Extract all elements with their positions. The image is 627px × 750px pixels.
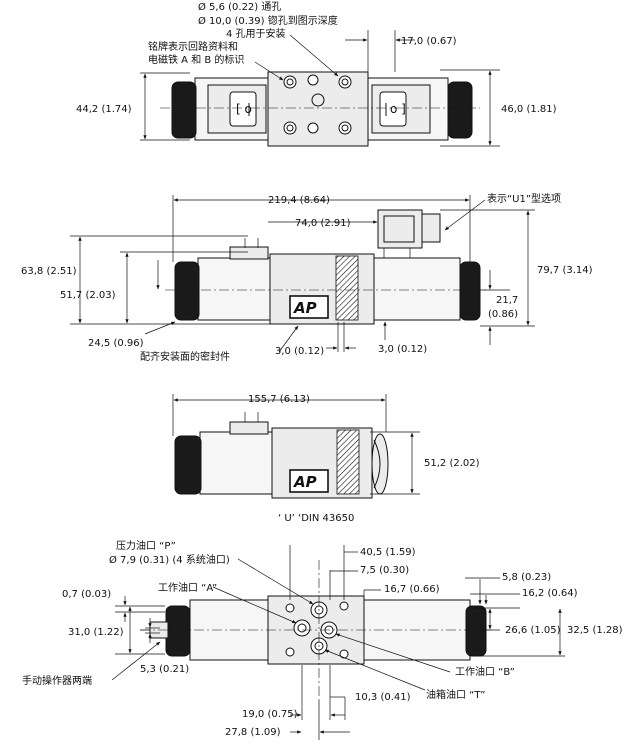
- svg-text:AP: AP: [293, 473, 317, 491]
- dim-44-2: 44,2 (1.74): [76, 104, 132, 115]
- svg-text:o ]: o ]: [390, 102, 406, 116]
- connector-b-top: o ]: [379, 91, 407, 127]
- dim-31-0: 31,0 (1.22): [68, 627, 124, 638]
- knob-right-bottom: [465, 605, 487, 657]
- dim-26-6: 26,6 (1.05): [505, 625, 561, 636]
- dim-63-8: 63,8 (2.51): [21, 266, 77, 277]
- dim-155-7: 155,7 (6.13): [248, 394, 310, 405]
- dim-46-0: 46,0 (1.81): [501, 104, 557, 115]
- dim-74-0: 74,0 (2.91): [295, 218, 351, 229]
- dim-79-7: 79,7 (3.14): [537, 265, 593, 276]
- dim-0-7: 0,7 (0.03): [62, 589, 111, 600]
- dim-16-2: 16,2 (0.64): [522, 588, 578, 599]
- dim-51-7: 51,7 (2.03): [60, 290, 116, 301]
- note-din: ‘ U’ ‘DIN 43650: [278, 513, 354, 524]
- label-port-p-title: 压力油口 “P”: [116, 539, 176, 552]
- note-u1-option: 表示“U1”型选项: [487, 192, 561, 205]
- knob-left-side: [174, 261, 200, 321]
- dim-32-5: 32,5 (1.28): [567, 625, 623, 636]
- labels: Ø 5,6 (0.22) 通孔 Ø 10,0 (0.39) 锪孔到图示深度 4 …: [21, 1, 623, 738]
- end-cap-din: [371, 433, 389, 495]
- label-port-t: 油箱油口 “T”: [426, 688, 485, 701]
- knob-right-top: [447, 81, 473, 139]
- connector-a-top: [ o: [229, 91, 257, 127]
- dim-5-3: 5,3 (0.21): [140, 664, 189, 675]
- dim-24-5: 24,5 (0.96): [88, 338, 144, 349]
- dim-10-3: 10,3 (0.41): [355, 692, 411, 703]
- note-nameplate-2: 电磁铁 A 和 B 的标识: [148, 53, 244, 66]
- knob-left-top: [171, 81, 197, 139]
- dim-5-8: 5,8 (0.23): [502, 572, 551, 583]
- label-port-a: 工作油口 “A”: [158, 581, 217, 594]
- ap-logo-din: AP: [289, 469, 329, 493]
- dim-17-0: 17,0 (0.67): [401, 36, 457, 47]
- connector-din: [229, 421, 269, 435]
- note-nameplate-1: 铭牌表示回路资料和: [148, 40, 238, 53]
- dim-219-4: 219,4 (8.64): [268, 195, 330, 206]
- label-port-b: 工作油口 “B”: [455, 665, 515, 678]
- knob-right-side: [459, 261, 481, 321]
- dim-3-0-right: 3,0 (0.12): [378, 344, 427, 355]
- connector-u1-side: [377, 209, 441, 258]
- note-hole-through: Ø 5,6 (0.22) 通孔: [198, 1, 281, 13]
- ap-logo-side: AP: [289, 295, 329, 319]
- dim-51-2: 51,2 (2.02): [424, 458, 480, 469]
- svg-text:AP: AP: [293, 299, 317, 317]
- top-view: [ o o ]: [140, 30, 500, 147]
- mounting-block-top: [267, 71, 369, 147]
- dim-19-0: 19,0 (0.75): [242, 709, 298, 720]
- section-hatch-side: [335, 255, 359, 321]
- knob-left-bottom: [165, 605, 191, 657]
- port-a: [293, 619, 311, 637]
- dim-16-7: 16,7 (0.66): [384, 584, 440, 595]
- din-view: AP: [172, 394, 420, 499]
- bottom-view: [111, 545, 565, 740]
- svg-text:[ o: [ o: [236, 102, 252, 116]
- section-hatch-din: [336, 429, 360, 495]
- dim-21-7: 21,7: [496, 295, 518, 306]
- note-seal: 配齐安装面的密封件: [140, 350, 230, 363]
- label-port-p-size: Ø 7,9 (0.31) (4 系统油口): [109, 553, 230, 566]
- dim-3-0-left: 3,0 (0.12): [275, 346, 324, 357]
- label-manual-override: 手动操作器两端: [22, 674, 92, 687]
- dim-7-5: 7,5 (0.30): [360, 565, 409, 576]
- dim-0-86: (0.86): [488, 309, 518, 320]
- mounting-screws-top: [283, 74, 352, 135]
- connector-a-side: [229, 246, 269, 260]
- knob-left-din: [174, 435, 202, 495]
- side-view: AP: [70, 195, 535, 353]
- dim-27-8: 27,8 (1.09): [225, 727, 281, 738]
- note-four-holes: 4 孔用于安装: [226, 27, 286, 40]
- dim-40-5: 40,5 (1.59): [360, 547, 416, 558]
- note-counterbore: Ø 10,0 (0.39) 锪孔到图示深度: [198, 14, 338, 27]
